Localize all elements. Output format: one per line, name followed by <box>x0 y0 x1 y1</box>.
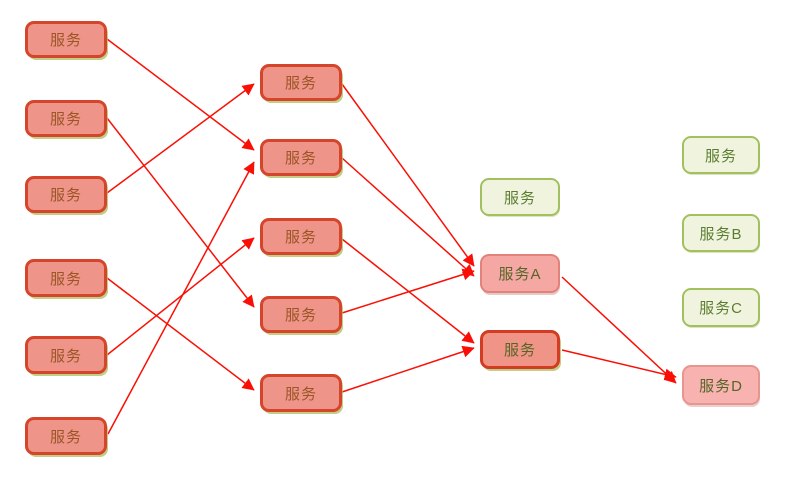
node-left-5[interactable]: 服务 <box>25 336 107 374</box>
node-service-c[interactable]: 服务C <box>682 288 760 327</box>
edge-left-3-to-mid-1 <box>106 83 255 194</box>
node-label: 服务 <box>49 111 82 128</box>
node-service-b[interactable]: 服务B <box>682 214 760 252</box>
node-left-4[interactable]: 服务 <box>25 259 107 297</box>
node-left-3[interactable]: 服务 <box>25 176 107 213</box>
edge-mid-4-to-service-a <box>341 268 475 314</box>
node-hub-bottom[interactable]: 服务 <box>480 330 560 369</box>
node-label: 服务A <box>498 266 542 283</box>
node-left-6[interactable]: 服务 <box>25 417 107 455</box>
edge-left-4-to-mid-5 <box>106 277 255 391</box>
edge-left-2-to-mid-4 <box>106 117 255 308</box>
node-label: 服务 <box>284 75 317 92</box>
edge-left-6-to-mid-2 <box>107 161 255 435</box>
edge-left-5-to-mid-3 <box>106 237 255 356</box>
node-label: 服务B <box>699 225 743 243</box>
node-label: 服务 <box>503 342 536 359</box>
node-right-1[interactable]: 服务 <box>682 136 760 174</box>
node-label: 服务 <box>284 307 317 324</box>
edge-left-1-to-mid-2 <box>106 38 255 151</box>
node-hub-top[interactable]: 服务 <box>480 178 560 216</box>
edge-group <box>106 38 677 435</box>
node-label: 服务D <box>699 377 743 395</box>
node-mid-1[interactable]: 服务 <box>260 64 342 101</box>
node-label: 服务 <box>284 150 317 167</box>
node-label: 服务 <box>49 187 82 204</box>
node-service-d[interactable]: 服务D <box>682 365 760 405</box>
node-mid-4[interactable]: 服务 <box>260 296 342 333</box>
edge-service-a-to-service-d <box>561 276 677 384</box>
node-label: 服务 <box>284 385 317 403</box>
node-label: 服务 <box>49 347 82 365</box>
node-label: 服务C <box>699 300 743 317</box>
node-mid-3[interactable]: 服务 <box>260 218 342 255</box>
node-label: 服务 <box>284 229 317 246</box>
node-service-a[interactable]: 服务A <box>480 254 560 293</box>
node-label: 服务 <box>704 147 737 165</box>
node-label: 服务 <box>503 189 536 207</box>
edge-hub-bottom-to-service-d <box>561 349 677 381</box>
node-label: 服务 <box>49 32 82 49</box>
edge-mid-3-to-hub-bottom <box>341 238 475 344</box>
node-mid-2[interactable]: 服务 <box>260 139 342 176</box>
node-label: 服务 <box>49 270 82 288</box>
node-left-2[interactable]: 服务 <box>25 100 107 137</box>
edge-mid-5-to-hub-bottom <box>341 345 475 393</box>
node-left-1[interactable]: 服务 <box>25 21 107 58</box>
edge-mid-2-to-service-a <box>341 157 475 277</box>
node-mid-5[interactable]: 服务 <box>260 374 342 412</box>
edge-mid-1-to-service-a <box>341 83 475 267</box>
node-label: 服务 <box>49 428 82 446</box>
